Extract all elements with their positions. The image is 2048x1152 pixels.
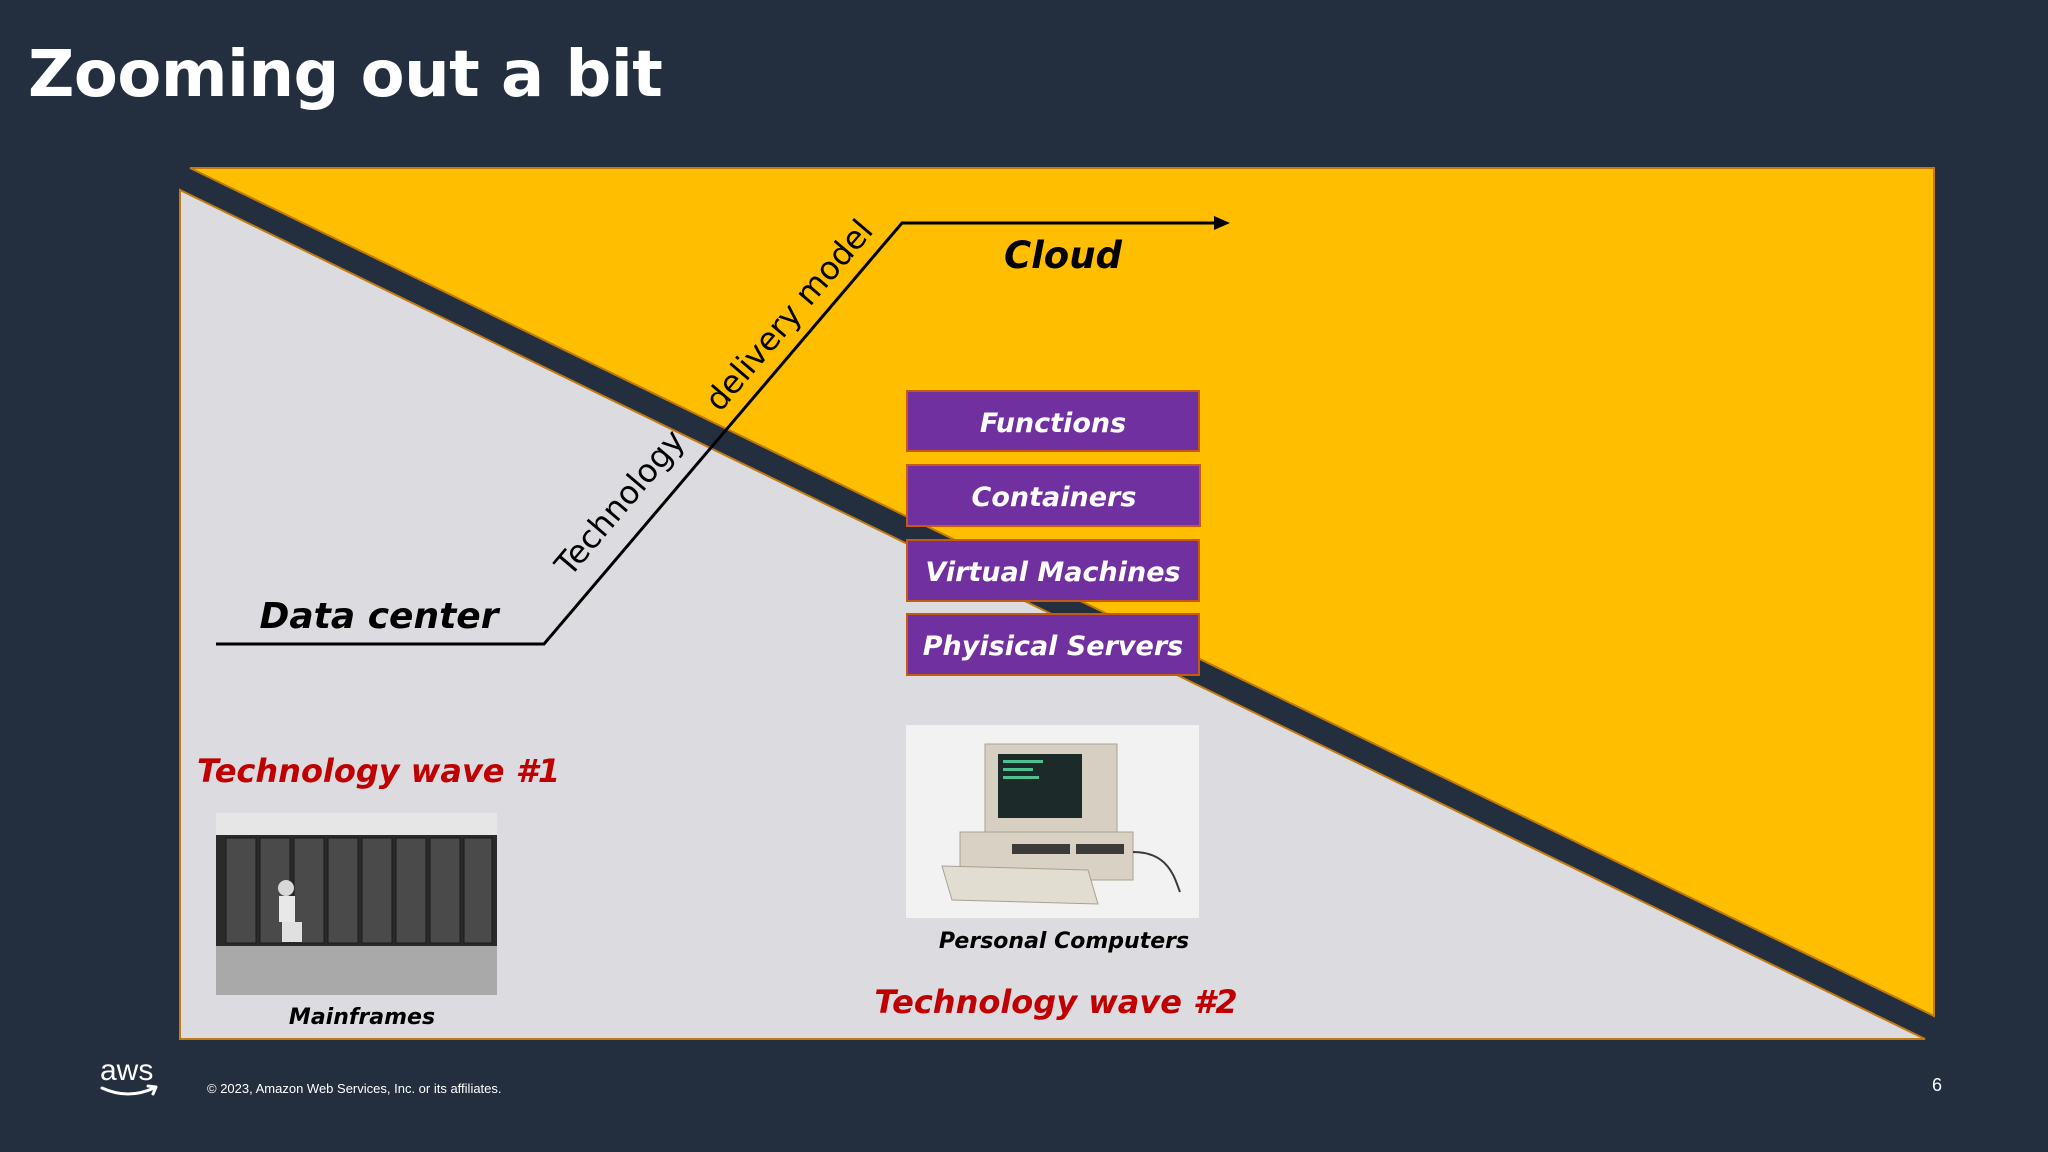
cloud-label: Cloud [1004,234,1123,277]
delivery-model-line [216,221,1218,646]
wave-2-label: Technology wave #2 [874,983,1237,1021]
wave-1-label: Technology wave #1 [197,752,560,790]
stack-box-physical-servers: Phyisical Servers [906,613,1200,676]
stack-box-virtual-machines: Virtual Machines [906,539,1200,602]
personal-computer-photo [906,725,1199,918]
mainframe-photo [216,813,497,995]
stack-label: Containers [972,482,1137,513]
stack-label: Functions [980,408,1126,439]
aws-logo-text: aws [100,1056,153,1087]
mainframes-caption: Mainframes [289,1005,435,1030]
stack-box-containers: Containers [906,464,1201,527]
data-center-label: Data center [260,596,501,637]
aws-logo-icon: aws [100,1056,158,1096]
arrow-head-icon [1214,216,1230,230]
stack-label: Virtual Machines [925,557,1180,588]
copyright-text: © 2023, Amazon Web Services, Inc. or its… [207,1081,502,1096]
page-number: 6 [1932,1075,1943,1095]
personal-computers-caption: Personal Computers [939,929,1189,954]
slide-title: Zooming out a bit [28,38,663,112]
stack-label: Phyisical Servers [923,631,1183,662]
stack-box-functions: Functions [906,390,1200,452]
